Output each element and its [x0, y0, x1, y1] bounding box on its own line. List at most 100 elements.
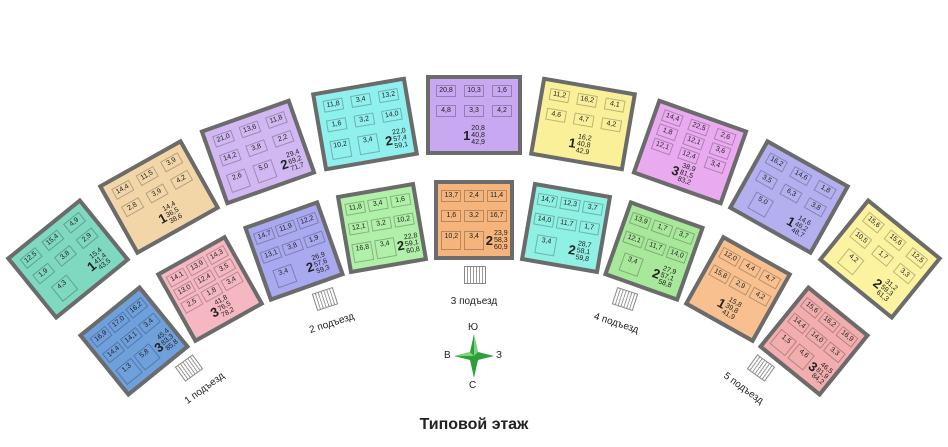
rooms-count: 1	[463, 127, 471, 143]
room-area: 10,5	[849, 227, 873, 250]
room-area: 12,0	[718, 246, 742, 268]
stairwell-4	[611, 286, 639, 311]
room-area: 14,0	[380, 108, 403, 124]
room-area: 2,9	[728, 275, 752, 297]
room-area: 11,9	[274, 219, 298, 238]
living-area: 20,8	[471, 124, 485, 132]
room-area: 14,1	[120, 326, 144, 349]
entrance-3-label: 3 подъезд	[450, 296, 498, 307]
room-area: 15,8	[708, 264, 732, 285]
room-area: 10,2	[329, 138, 352, 161]
room-area: 3,7	[581, 200, 603, 216]
room-area: 15,6	[883, 229, 907, 252]
room-area: 11,2	[548, 88, 571, 104]
room-area: 2,6	[226, 168, 252, 193]
room-area: 14,4	[787, 312, 811, 335]
room-area: 3,4	[356, 133, 380, 156]
room-area: 14,0	[532, 212, 555, 229]
total-area-with-balcony: 42,9	[575, 147, 591, 157]
total-area-with-balcony: 60,8	[406, 245, 421, 255]
room-area: 1,6	[441, 210, 462, 223]
stairwell-5	[746, 354, 775, 382]
room-area: 21,0	[212, 129, 236, 148]
room-area: 4,3	[50, 274, 78, 302]
room-area: 1,9	[302, 231, 326, 250]
room-area: 3,2	[463, 210, 484, 223]
room-area: 12,3	[558, 196, 581, 212]
room-area: 3,4	[367, 196, 390, 212]
rooms-count: 2	[485, 232, 493, 248]
room-area: 3,4	[533, 233, 557, 257]
room-area: 4,2	[600, 118, 623, 134]
room-area: 13,7	[441, 190, 462, 203]
room-area: 16,2	[765, 152, 789, 174]
room-area: 2,9	[75, 227, 99, 250]
room-area: 12,1	[650, 137, 674, 156]
room-area: 16,7	[486, 210, 507, 223]
room-area: 3,4	[349, 93, 372, 109]
room-area: 13,2	[377, 88, 400, 104]
total-area: 40,8	[471, 131, 485, 139]
room-area: 4,4	[738, 258, 762, 279]
room-area: 14,2	[219, 149, 243, 168]
entrance-2-label: 2 подъезд	[308, 311, 357, 337]
room-area: 3,3	[822, 341, 846, 364]
room-area: 3,3	[892, 262, 916, 285]
room-area: 11,8	[322, 97, 344, 114]
total-area: 58,3	[493, 236, 508, 244]
total-area-with-balcony: 59,8	[574, 253, 590, 263]
total-area-with-balcony: 60,9	[493, 243, 508, 251]
page-title: Типовой этаж	[419, 416, 529, 433]
room-area: 4,6	[545, 108, 568, 124]
room-area: 13,1	[259, 246, 283, 265]
compass-west-label: В	[444, 350, 451, 361]
room-area: 3,4	[703, 156, 726, 175]
room-area: 3,8	[803, 197, 828, 219]
room-area: 13,9	[629, 211, 653, 230]
room-area: 3,2	[353, 113, 375, 129]
room-area: 11,8	[345, 200, 367, 216]
room-area: 4,2	[837, 247, 865, 276]
room-area: 2,8	[120, 197, 145, 219]
room-area: 6,3	[779, 184, 803, 205]
compass-north-label: С	[469, 380, 477, 391]
room-area: 3,8	[280, 238, 304, 257]
stairwell-3	[464, 266, 486, 284]
room-area: 16,9	[89, 325, 113, 348]
room-area: 3,9	[159, 152, 183, 174]
room-area: 14,7	[252, 227, 276, 246]
room-area: 1,7	[650, 219, 674, 238]
room-area: 14,6	[789, 166, 813, 187]
room-area: 12,1	[348, 220, 371, 236]
room-area: 10,2	[393, 212, 416, 229]
room-area: 15,6	[861, 211, 886, 234]
living-area: 23,9	[493, 229, 508, 237]
room-area: 3,2	[370, 216, 393, 232]
room-area: 11,7	[555, 216, 577, 232]
room-area: 15,4	[41, 229, 65, 252]
entrance-4-label: 4 подъезд	[591, 311, 640, 337]
room-area: 2,4	[463, 190, 484, 203]
room-area: 4,2	[492, 105, 512, 118]
room-area: 14,0	[804, 326, 828, 349]
room-area: 1,7	[870, 245, 895, 268]
